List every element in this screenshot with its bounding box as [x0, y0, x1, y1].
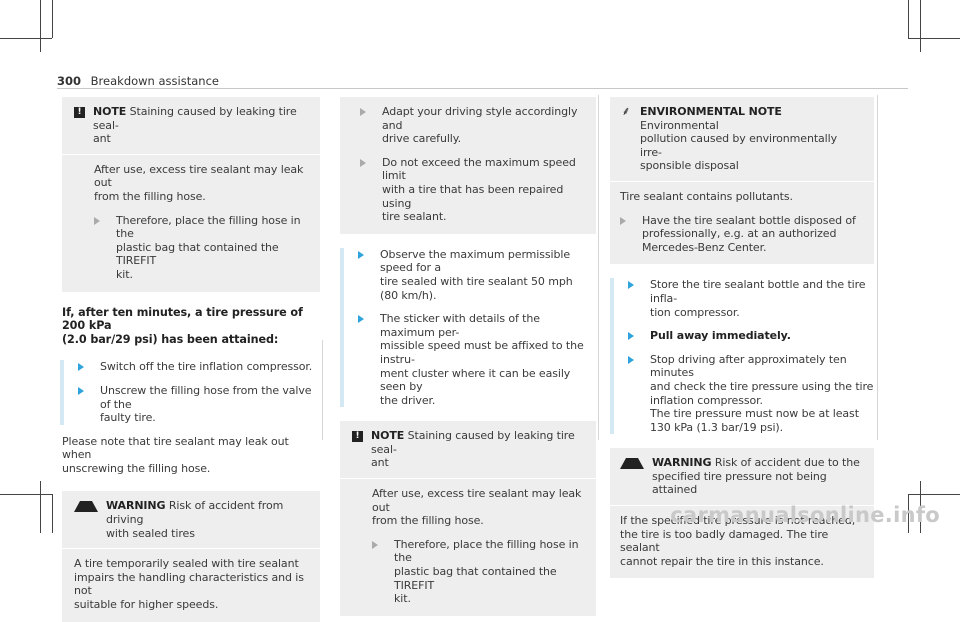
crop-mark	[40, 0, 41, 52]
environmental-note-box: ⸙ ENVIRONMENTAL NOTE Environmental pollu…	[600, 97, 874, 265]
warning-body: A tire temporarily sealed with tire seal…	[74, 557, 304, 612]
arrow-icon	[620, 216, 632, 225]
list-item: Observe the maximum permissible speed fo…	[358, 248, 596, 302]
exclamation-icon: !	[74, 107, 85, 118]
divider	[600, 180, 874, 182]
warning-label: WARNING	[652, 456, 712, 470]
divider	[54, 153, 320, 155]
leaf-icon: ⸙	[621, 104, 631, 118]
arrow-icon	[628, 332, 640, 341]
arrow-icon	[372, 540, 384, 549]
arrow-icon	[78, 363, 90, 372]
arrow-icon	[358, 315, 370, 324]
note-body: After use, excess tire sealant may leak …	[372, 487, 582, 528]
list-item: Switch off the tire inflation compressor…	[78, 360, 320, 374]
crop-mark	[908, 494, 909, 533]
column-divider	[598, 95, 599, 440]
warning-box: WARNING Risk of accident from driving wi…	[54, 491, 320, 622]
env-text: ENVIRONMENTAL NOTE Environmental polluti…	[640, 105, 838, 173]
env-step-text: Have the tire sealant bottle disposed of…	[642, 213, 856, 254]
warning-text: WARNING Risk of accident from driving wi…	[106, 499, 284, 540]
crop-mark	[908, 0, 909, 38]
crop-mark	[0, 494, 52, 495]
step-text: Pull away immediately.	[650, 329, 791, 343]
step-text: Switch off the tire inflation compressor…	[100, 360, 313, 374]
step-text: Store the tire sealant bottle and the ti…	[650, 278, 866, 319]
note-step: Therefore, place the filling hose in the…	[352, 538, 584, 606]
step-text: Unscrew the filling hose from the valve …	[100, 383, 312, 425]
arrow-icon	[628, 355, 640, 364]
column-1: ! NOTE Staining caused by leaking tire s…	[54, 97, 320, 622]
step-text: The sticker with details of the maximum …	[380, 312, 584, 407]
env-body: Tire sealant contains pollutants.	[620, 189, 793, 203]
crop-mark	[52, 494, 53, 533]
note-header: ! NOTE Staining caused by leaking tire s…	[352, 429, 584, 470]
crop-mark	[52, 0, 53, 38]
divider	[600, 505, 874, 507]
paragraph: Please note that tire sealant may leak o…	[62, 434, 289, 475]
warning-icon	[620, 458, 644, 470]
warning-label: WARNING	[106, 499, 166, 513]
crop-mark	[908, 38, 960, 39]
section-heading: If, after ten minutes, a tire pressure o…	[62, 305, 303, 346]
arrow-icon	[78, 386, 90, 395]
note-text: NOTE Staining caused by leaking tire sea…	[93, 105, 297, 146]
list-item: Stop driving after approximately ten min…	[628, 353, 874, 435]
column-divider	[322, 340, 323, 440]
step-list: Observe the maximum permissible speed fo…	[340, 247, 596, 408]
step-list: Switch off the tire inflation compressor…	[60, 360, 320, 425]
arrow-icon	[628, 281, 640, 290]
crop-mark	[920, 0, 921, 52]
env-header: ⸙ ENVIRONMENTAL NOTE Environmental pollu…	[620, 104, 862, 173]
step-text: Stop driving after approximately ten min…	[650, 352, 874, 434]
note-label: NOTE	[371, 429, 405, 443]
note-box: ! NOTE Staining caused by leaking tire s…	[54, 97, 320, 292]
divider	[332, 478, 596, 480]
crop-mark	[40, 481, 41, 533]
warning-header: WARNING Risk of accident from driving wi…	[74, 499, 308, 540]
crop-mark	[920, 481, 921, 533]
column-2: Adapt your driving style accordingly and…	[332, 97, 596, 616]
arrow-icon	[360, 158, 372, 167]
step-text: Do not exceed the maximum speed limit wi…	[382, 155, 576, 224]
crop-mark	[908, 494, 960, 495]
arrow-icon	[360, 108, 372, 116]
env-label: ENVIRONMENTAL NOTE	[640, 105, 782, 118]
list-item: Unscrew the filling hose from the valve …	[78, 384, 320, 425]
list-item: Do not exceed the maximum speed limit wi…	[360, 156, 584, 224]
step-list: Store the tire sealant bottle and the ti…	[610, 278, 874, 435]
divider	[54, 548, 320, 550]
env-step: Have the tire sealant bottle disposed of…	[620, 214, 862, 255]
note-box: ! NOTE Staining caused by leaking tire s…	[332, 421, 596, 616]
warning-icon	[74, 501, 98, 513]
note-step-text: Therefore, place the filling hose in the…	[116, 213, 301, 281]
note-text: NOTE Staining caused by leaking tire sea…	[371, 429, 575, 470]
section-title: Breakdown assistance	[90, 74, 219, 88]
step-text: Adapt your driving style accordingly and…	[382, 105, 578, 146]
note-label: NOTE	[93, 105, 127, 118]
warning-text: WARNING Risk of accident due to the spec…	[652, 456, 860, 497]
header-rule	[57, 88, 908, 89]
step-text: Observe the maximum permissible speed fo…	[380, 247, 573, 302]
note-step-text: Therefore, place the filling hose in the…	[394, 537, 579, 606]
list-item: Store the tire sealant bottle and the ti…	[628, 278, 874, 319]
page-number: 300	[57, 74, 82, 88]
note-body: After use, excess tire sealant may leak …	[94, 162, 304, 203]
arrow-icon	[94, 216, 106, 225]
list-item: The sticker with details of the maximum …	[358, 312, 596, 407]
list-item: Pull away immediately.	[628, 329, 874, 343]
crop-mark	[0, 38, 52, 39]
note-step: Therefore, place the filling hose in the…	[74, 214, 308, 282]
watermark: carmanualsonline.info	[670, 503, 940, 527]
list-item: Adapt your driving style accordingly and…	[360, 105, 584, 146]
page-header: 300 Breakdown assistance	[57, 74, 219, 88]
exclamation-icon: !	[352, 431, 363, 443]
warning-header: WARNING Risk of accident due to the spec…	[620, 456, 862, 497]
arrow-icon	[358, 250, 370, 259]
warning-continued-box: Adapt your driving style accordingly and…	[340, 97, 596, 234]
note-header: ! NOTE Staining caused by leaking tire s…	[74, 105, 308, 146]
column-divider	[877, 95, 878, 440]
